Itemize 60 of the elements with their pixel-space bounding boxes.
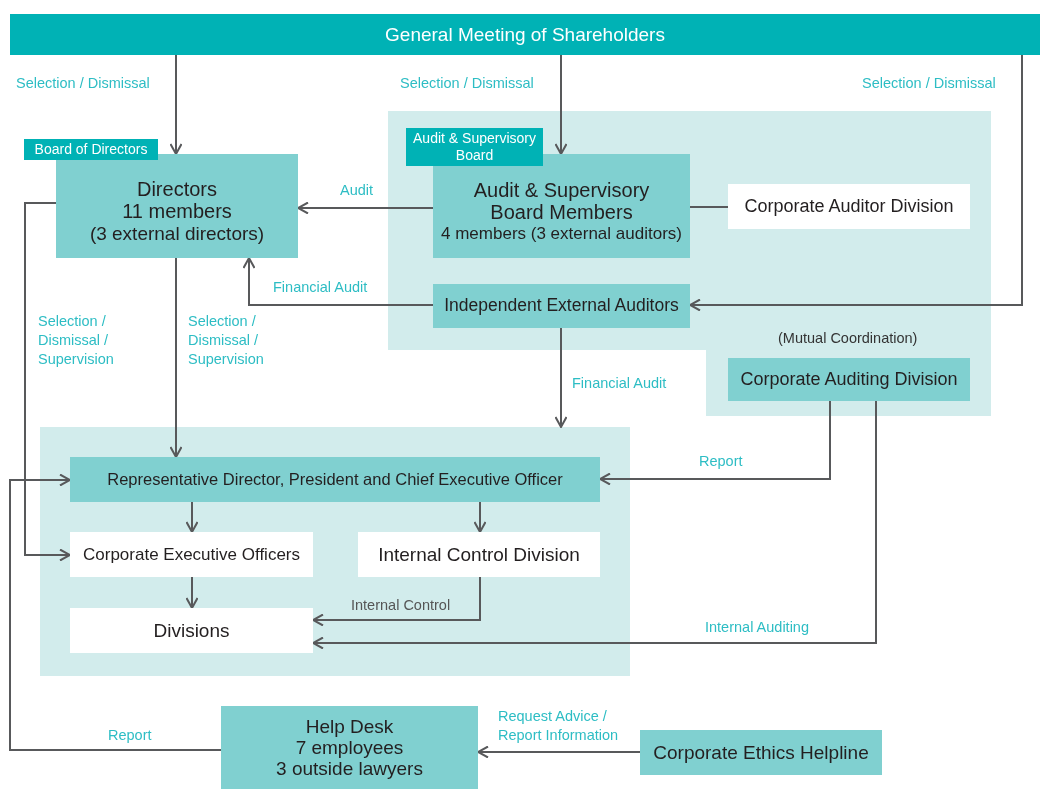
node-text: Directors — [137, 177, 217, 201]
arrow — [297, 201, 434, 215]
edge-label: Internal Auditing — [705, 618, 809, 637]
node-text: (3 external directors) — [89, 222, 265, 244]
edge-label: Financial Audit — [273, 278, 368, 297]
edge-label: Selection / Dismissal — [400, 74, 534, 93]
edge-label: Selection / Dismissal — [16, 74, 150, 93]
node-text: Independent External Auditors — [444, 296, 679, 316]
auditor-division-box — [728, 184, 970, 229]
title-band — [10, 14, 1040, 55]
node-text: Internal Control Division — [378, 543, 580, 566]
node-text: 4 members (3 external auditors) — [441, 223, 682, 243]
edge-label: Request Advice / Report Information — [498, 707, 620, 745]
node-text: Corporate Ethics Helpline — [653, 741, 869, 764]
board-heading: Board of Directors — [24, 139, 158, 160]
side-note: (Mutual Coordination) — [778, 330, 918, 346]
audit-region-background — [388, 111, 991, 416]
arrow — [599, 400, 831, 486]
edge-label: Selection / Dismissal / Supervision — [188, 312, 265, 369]
arrow — [554, 54, 568, 155]
node-text: Help Desk — [305, 715, 394, 737]
arrow — [9, 473, 222, 751]
node-text: General Meeting of Shareholders — [385, 23, 665, 46]
node-text: 3 outside lawyers — [276, 758, 423, 780]
node-text: 11 members — [122, 200, 232, 223]
node-text: Divisions — [153, 619, 230, 642]
arrow — [185, 576, 199, 609]
arrow — [473, 501, 487, 533]
edge-label: Selection / Dismissal / Supervision — [38, 312, 115, 369]
edge-label: Report — [699, 452, 743, 471]
divisions-box — [70, 608, 313, 653]
arrow — [169, 257, 183, 458]
arrow — [185, 501, 199, 533]
arrow — [477, 745, 641, 759]
arrow — [689, 54, 1023, 312]
edge-label: Audit — [340, 181, 374, 200]
external-auditors-box — [433, 284, 690, 328]
internal-control-box — [358, 532, 600, 577]
executive-officers-box — [70, 532, 313, 577]
arrow — [554, 327, 568, 428]
node-text: Corporate Auditor Division — [744, 196, 954, 217]
node-text: Corporate Executive Officers — [83, 545, 300, 564]
arrow — [312, 400, 877, 650]
arrow — [24, 202, 71, 562]
node-text: Corporate Auditing Division — [740, 369, 958, 390]
node-text: 7 employees — [295, 736, 404, 759]
help-desk-box — [221, 706, 478, 789]
ceo-box — [70, 457, 600, 502]
arrow — [312, 576, 481, 627]
edge-label: Financial Audit — [572, 374, 667, 393]
edge-label: Report — [108, 726, 152, 745]
executive-region-background — [40, 427, 630, 676]
board-heading: Audit & Supervisory Board — [406, 128, 543, 166]
ethics-helpline-box — [640, 730, 882, 775]
edge-label: Selection / Dismissal — [862, 74, 996, 93]
node-text: Representative Director, President and Chief Executive Officer — [107, 470, 563, 489]
arrow — [169, 54, 183, 155]
arrow — [242, 257, 434, 306]
edge-label: Internal Control — [351, 596, 451, 615]
node-text: Audit & Supervisory Board Members — [472, 179, 651, 224]
